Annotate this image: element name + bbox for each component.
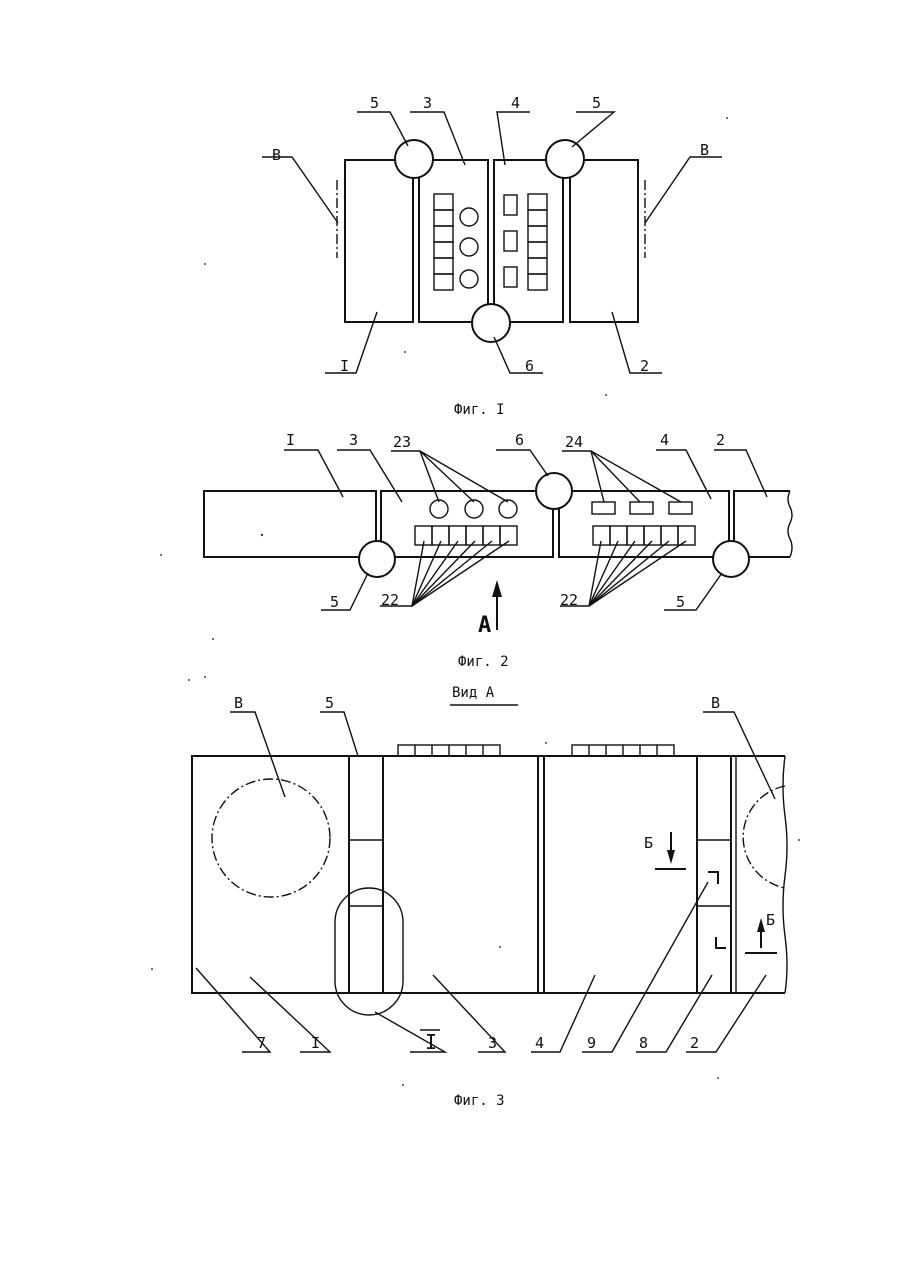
fig2-label-22-left: 22 — [381, 591, 399, 609]
fig2-label-22-right: 22 — [560, 591, 578, 609]
fig1-label-5-right: 5 — [592, 94, 601, 112]
fig1-caption: Фиг. I — [454, 402, 505, 418]
fig1-label-b-right: В — [700, 141, 709, 159]
fig2-indicators-23 — [430, 500, 517, 518]
fig2-label-2: 2 — [716, 431, 725, 449]
fig2-caption: Фиг. 2 — [458, 654, 509, 670]
fig3-label-7: 7 — [257, 1034, 266, 1052]
fig2-label-5-right: 5 — [676, 593, 685, 611]
fig3-section-b-right — [743, 786, 785, 888]
fig2-panel-3 — [381, 491, 553, 557]
fig2-view-arrow — [492, 580, 502, 630]
fig3-top-buttons-left — [398, 745, 500, 756]
fig3-section-mark-left — [655, 832, 686, 869]
fig1-label-2: 2 — [640, 357, 649, 375]
fig2-label-1: I — [286, 431, 295, 449]
fig1-panel-1 — [345, 160, 413, 322]
fig3-label-section-b-left: Б — [644, 834, 653, 852]
fig3-label-9: 9 — [587, 1034, 596, 1052]
fig3-label-section-b-right: Б — [766, 911, 775, 929]
fig3-label-b-left: В — [234, 694, 243, 712]
fig2-label-23: 23 — [393, 433, 411, 451]
fig3-view-title: Вид А — [452, 685, 495, 701]
fig2-label-5-left: 5 — [330, 593, 339, 611]
fig2-label-4: 4 — [660, 431, 669, 449]
fig1-hinge-6 — [472, 304, 510, 342]
fig3-hinge-strip-5 — [349, 756, 383, 993]
fig1-label-4: 4 — [511, 94, 520, 112]
fig3-label-5: 5 — [325, 694, 334, 712]
figure-1: В В 5 3 4 5 I 6 2 Фиг. I — [262, 94, 722, 418]
fig1-panel-3-indicators — [460, 208, 478, 288]
fig1-panel-4-indicators — [504, 195, 517, 287]
fig1-label-1: I — [340, 357, 349, 375]
fig2-hinge-6 — [536, 473, 572, 509]
fig1-label-6: 6 — [525, 357, 534, 375]
fig3-label-8: 8 — [639, 1034, 648, 1052]
fig1-panel-4-buttons — [528, 194, 547, 290]
fig1-label-3: 3 — [423, 94, 432, 112]
fig1-hinge-5-left — [395, 140, 433, 178]
fig1-panel-3-buttons — [434, 194, 453, 290]
fig3-label-1: I — [311, 1034, 320, 1052]
figure-2: I 3 23 6 24 4 2 5 22 А 22 5 Фиг. 2 — [204, 431, 792, 670]
fig3-label-4: 4 — [535, 1034, 544, 1052]
fig3-label-b-right: В — [711, 694, 720, 712]
fig2-panel-1 — [204, 491, 376, 557]
fig2-hinge-5-left — [359, 541, 395, 577]
figure-3: Вид А — [192, 685, 787, 1109]
fig3-label-2: 2 — [690, 1034, 699, 1052]
fig3-label-3: 3 — [488, 1034, 497, 1052]
fig2-label-a: А — [478, 613, 491, 638]
fig2-label-6: 6 — [515, 431, 524, 449]
fig3-leaders — [196, 712, 775, 1052]
fig3-top-buttons-right — [572, 745, 674, 756]
fig2-buttons-22-left — [415, 526, 517, 545]
fig2-hinge-5-right — [713, 541, 749, 577]
fig2-indicators-24 — [592, 502, 692, 514]
fig3-detail-i-outline — [335, 888, 403, 1015]
fig3-section-b-left — [212, 779, 330, 897]
fig3-label-detail-1: I — [425, 1030, 437, 1054]
fig1-hinge-5-right — [546, 140, 584, 178]
fig2-label-3: 3 — [349, 431, 358, 449]
fig1-label-b-left: В — [272, 146, 281, 164]
fig3-caption: Фиг. 3 — [454, 1093, 505, 1109]
fig3-hinge-strip-8 — [697, 756, 731, 993]
fig1-label-5-left: 5 — [370, 94, 379, 112]
fig2-label-24: 24 — [565, 433, 583, 451]
fig2-panel-4 — [559, 491, 729, 557]
fig1-panel-2 — [570, 160, 638, 322]
fig2-buttons-22-right — [593, 526, 695, 545]
